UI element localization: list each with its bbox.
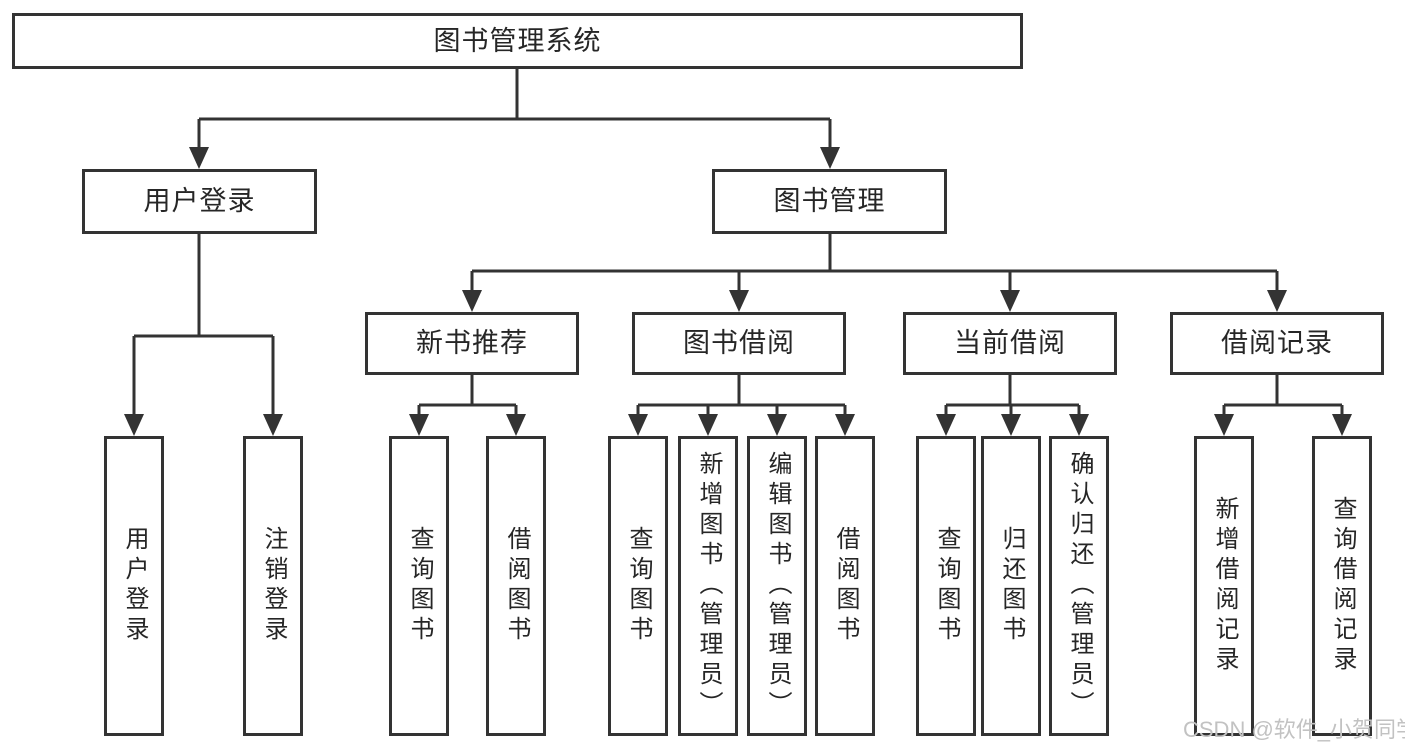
leaf-user-login-label: 用户登录	[121, 526, 148, 646]
node-current-borrowing: 当前借阅	[903, 312, 1117, 375]
leaf-br-add-record: 新增借阅记录	[1194, 436, 1254, 736]
leaf-cb-confirm-return-admin: 确认归还（管理员）	[1049, 436, 1109, 736]
node-new-book-recommend: 新书推荐	[365, 312, 579, 375]
leaf-cb-return-books-label: 归还图书	[998, 526, 1025, 646]
node-book-borrowing-label: 图书借阅	[683, 328, 795, 358]
node-borrowing-records-label: 借阅记录	[1221, 328, 1333, 358]
node-borrowing-records: 借阅记录	[1170, 312, 1384, 375]
leaf-logout-label: 注销登录	[260, 526, 287, 646]
leaf-br-query-record: 查询借阅记录	[1312, 436, 1372, 736]
leaf-br-query-record-label: 查询借阅记录	[1329, 496, 1356, 676]
leaf-bb-borrow-books: 借阅图书	[815, 436, 875, 736]
leaf-nbr-borrow-books-label: 借阅图书	[503, 526, 530, 646]
csdn-watermark: CSDN @软件_小贺同学	[1183, 717, 1405, 742]
leaf-bb-edit-books-admin-label: 编辑图书（管理员）	[764, 451, 791, 721]
node-book-borrowing: 图书借阅	[632, 312, 846, 375]
node-user-login-label: 用户登录	[143, 186, 256, 216]
leaf-logout: 注销登录	[243, 436, 303, 736]
node-current-borrowing-label: 当前借阅	[954, 328, 1066, 358]
leaf-nbr-borrow-books: 借阅图书	[486, 436, 546, 736]
leaf-br-add-record-label: 新增借阅记录	[1211, 496, 1238, 676]
leaf-cb-query-books: 查询图书	[916, 436, 976, 736]
node-user-login: 用户登录	[82, 169, 317, 234]
leaf-bb-add-books-admin-label: 新增图书（管理员）	[695, 451, 722, 721]
leaf-nbr-query-books: 查询图书	[389, 436, 449, 736]
leaf-user-login: 用户登录	[104, 436, 164, 736]
node-book-management: 图书管理	[712, 169, 947, 234]
leaf-cb-confirm-return-admin-label: 确认归还（管理员）	[1066, 451, 1093, 721]
leaf-nbr-query-books-label: 查询图书	[406, 526, 433, 646]
leaf-bb-add-books-admin: 新增图书（管理员）	[678, 436, 738, 736]
leaf-cb-return-books: 归还图书	[981, 436, 1041, 736]
node-root-label: 图书管理系统	[433, 25, 602, 56]
node-new-book-recommend-label: 新书推荐	[416, 328, 528, 358]
node-book-management-label: 图书管理	[773, 186, 886, 216]
leaf-bb-edit-books-admin: 编辑图书（管理员）	[747, 436, 807, 736]
node-root: 图书管理系统	[12, 13, 1023, 69]
leaf-bb-borrow-books-label: 借阅图书	[832, 526, 859, 646]
leaf-cb-query-books-label: 查询图书	[933, 526, 960, 646]
leaf-bb-query-books: 查询图书	[608, 436, 668, 736]
leaf-bb-query-books-label: 查询图书	[625, 526, 652, 646]
